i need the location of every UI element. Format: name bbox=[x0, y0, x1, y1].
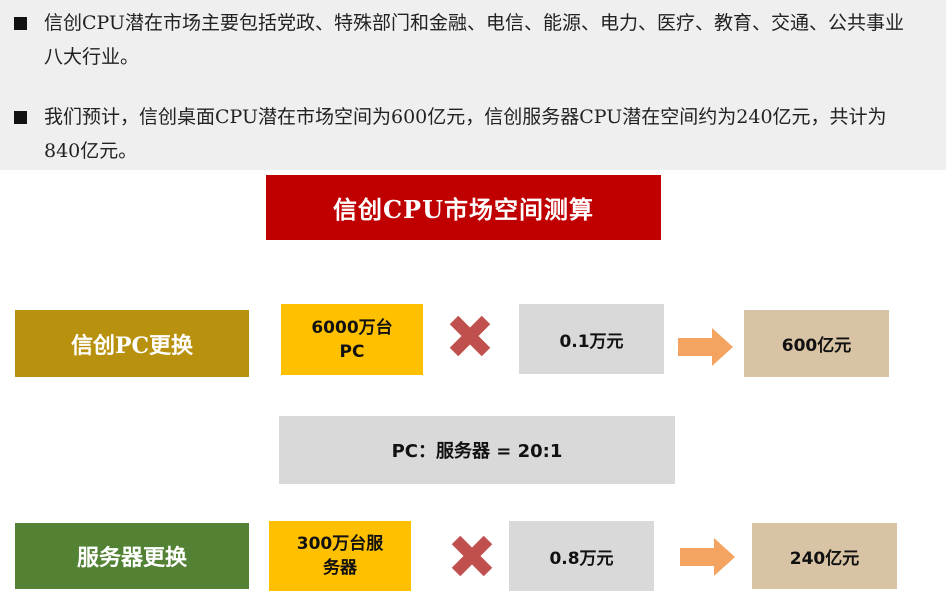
server-quantity-line2: 务器 bbox=[323, 558, 357, 578]
server-result-box: 240亿元 bbox=[752, 523, 897, 589]
pc-quantity-box: 6000万台 PC bbox=[281, 304, 423, 375]
bullet-square-icon bbox=[14, 111, 27, 124]
intro-bullet-1: 信创CPU潜在市场主要包括党政、特殊部门和金融、电信、能源、电力、医疗、教育、交… bbox=[14, 6, 914, 74]
server-replacement-label: 服务器更换 bbox=[15, 523, 249, 589]
right-arrow-icon bbox=[678, 328, 733, 366]
intro-bullet-text: 我们预计，信创桌面CPU潜在市场空间为600亿元，信创服务器CPU潜在空间约为2… bbox=[44, 106, 887, 162]
bullet-square-icon bbox=[14, 17, 27, 30]
intro-bullet-text: 信创CPU潜在市场主要包括党政、特殊部门和金融、电信、能源、电力、医疗、教育、交… bbox=[44, 12, 905, 68]
right-arrow-icon bbox=[680, 538, 735, 576]
multiply-cross-icon bbox=[451, 535, 493, 577]
intro-panel: 信创CPU潜在市场主要包括党政、特殊部门和金融、电信、能源、电力、医疗、教育、交… bbox=[0, 0, 946, 170]
diagram-title: 信创CPU市场空间测算 bbox=[266, 175, 661, 240]
pc-unit-price-box: 0.1万元 bbox=[519, 304, 664, 374]
server-quantity-line1: 300万台服 bbox=[296, 534, 384, 554]
server-quantity-box: 300万台服 务器 bbox=[269, 521, 411, 591]
pc-server-ratio-box: PC：服务器 = 20:1 bbox=[279, 416, 675, 484]
pc-quantity-line2: PC bbox=[339, 341, 365, 362]
pc-result-box: 600亿元 bbox=[744, 310, 889, 377]
pc-quantity-line1: 6000万台 bbox=[311, 317, 393, 338]
server-unit-price-box: 0.8万元 bbox=[509, 521, 654, 591]
multiply-cross-icon bbox=[449, 315, 491, 357]
intro-bullet-2: 我们预计，信创桌面CPU潜在市场空间为600亿元，信创服务器CPU潜在空间约为2… bbox=[14, 100, 914, 168]
pc-replacement-label: 信创PC更换 bbox=[15, 310, 249, 377]
